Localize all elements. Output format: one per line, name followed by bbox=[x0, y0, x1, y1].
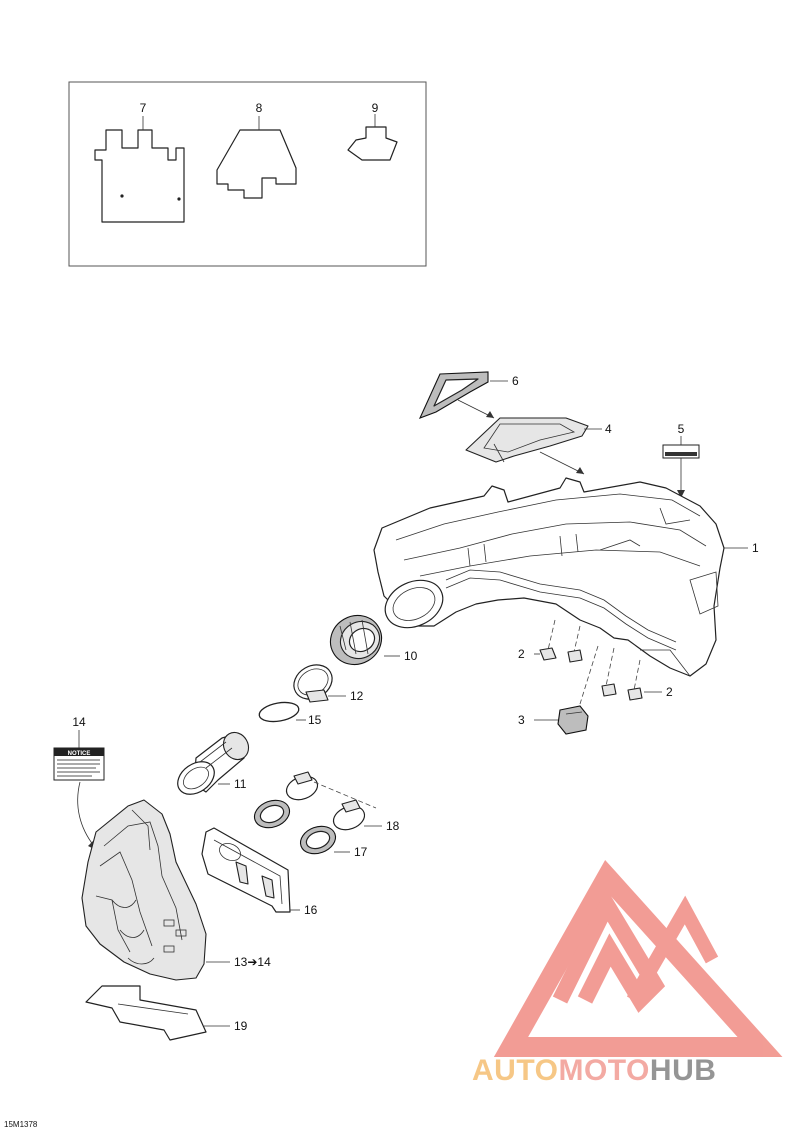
callout-18: 18 bbox=[386, 819, 400, 833]
side-cover-13: 13➔14 bbox=[81, 799, 271, 981]
notice-heading: NOTICE bbox=[68, 751, 91, 757]
logo-moto: MOTO bbox=[558, 1054, 649, 1087]
svg-text:AUTOMOTOHUB: AUTOMOTOHUB bbox=[472, 1054, 716, 1087]
callout-13: 13➔14 bbox=[234, 955, 271, 969]
foam-pad-8: 8 bbox=[216, 101, 297, 199]
reference-code: 15M1378 bbox=[4, 1120, 38, 1129]
clips-2: 2 2 bbox=[518, 619, 673, 701]
inset-panel: 7 8 9 bbox=[68, 81, 427, 267]
callout-19: 19 bbox=[234, 1019, 248, 1033]
ring-17: 17 bbox=[253, 799, 368, 859]
o-ring-15: 15 bbox=[258, 701, 322, 727]
callout-7: 7 bbox=[140, 101, 147, 115]
gasket-6: 6 bbox=[418, 371, 519, 419]
automotohub-watermark: AUTOMOTOHUB bbox=[472, 859, 783, 1087]
callout-8: 8 bbox=[256, 101, 263, 115]
bracket-16: 16 bbox=[201, 827, 318, 917]
intake-duct-11: 11 bbox=[177, 731, 250, 795]
callout-6: 6 bbox=[512, 374, 519, 388]
callout-9: 9 bbox=[372, 101, 379, 115]
grommet-3: 3 bbox=[518, 645, 599, 735]
callout-3: 3 bbox=[518, 713, 525, 727]
callout-5: 5 bbox=[678, 422, 685, 436]
callout-10: 10 bbox=[404, 649, 418, 663]
logo-auto: AUTO bbox=[472, 1054, 558, 1087]
callout-14: 14 bbox=[72, 715, 86, 729]
callout-17: 17 bbox=[354, 845, 368, 859]
logo-hub: HUB bbox=[650, 1054, 717, 1087]
notice-label-14: 14 NOTICE bbox=[53, 715, 105, 850]
clamp-18: 18 bbox=[285, 771, 400, 833]
foam-strip-19: 19 bbox=[85, 985, 248, 1041]
callout-12: 12 bbox=[350, 689, 364, 703]
clamp-12: 12 bbox=[293, 664, 364, 703]
air-intake-housing-1: 1 bbox=[373, 477, 759, 677]
label-5: 5 bbox=[662, 422, 700, 498]
cover-plate-4: 4 bbox=[465, 417, 612, 475]
foam-pad-7: 7 bbox=[94, 101, 185, 223]
callout-2a: 2 bbox=[518, 647, 525, 661]
callout-4: 4 bbox=[605, 422, 612, 436]
callout-1: 1 bbox=[752, 541, 759, 555]
callout-15: 15 bbox=[308, 713, 322, 727]
foam-pad-9: 9 bbox=[347, 101, 398, 161]
callout-11: 11 bbox=[234, 777, 247, 791]
coupler-10: 10 bbox=[329, 614, 418, 666]
callout-16: 16 bbox=[304, 903, 318, 917]
callout-2b: 2 bbox=[666, 685, 673, 699]
